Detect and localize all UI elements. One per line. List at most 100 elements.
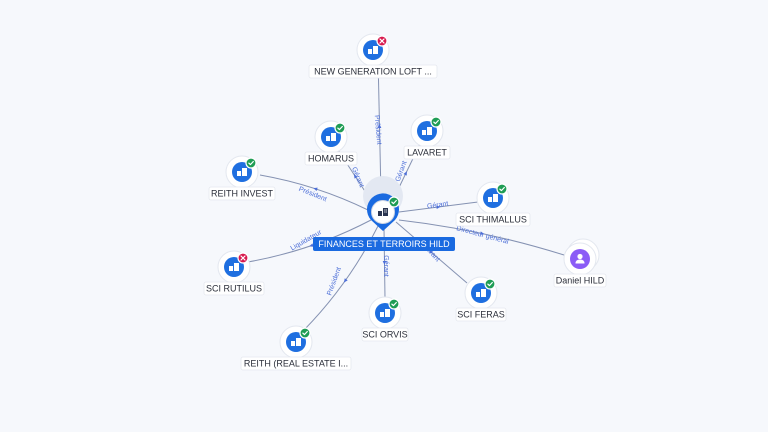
company-icon-low xyxy=(229,266,233,271)
edge-arrow xyxy=(428,249,434,254)
status-badge xyxy=(334,122,346,134)
edge-relation-label: Président xyxy=(298,186,328,204)
center-label-bg xyxy=(313,237,455,251)
company-icon xyxy=(291,338,301,346)
company-icon-low xyxy=(326,136,330,141)
node-label: SCI RUTILUS xyxy=(206,284,262,294)
node-sci-feras[interactable]: SCI FERAS xyxy=(455,276,507,322)
edge-relation-label: Gérant xyxy=(382,255,389,276)
node-label: Daniel HILD xyxy=(556,276,605,286)
status-badge xyxy=(299,327,311,339)
status-active-icon xyxy=(430,116,442,128)
edge-arrow xyxy=(353,174,358,179)
company-icon-low xyxy=(488,197,492,202)
check-icon xyxy=(248,160,254,166)
status-active-icon xyxy=(245,157,257,169)
company-icon-tower xyxy=(234,263,239,271)
center-status-badge xyxy=(388,196,400,208)
edge-arrow xyxy=(377,124,382,129)
node-daniel-hild[interactable]: Daniel HILD xyxy=(553,238,607,288)
edge-relation-label: Directeur général xyxy=(456,225,510,246)
status-closed-icon xyxy=(237,252,249,264)
status-active-icon xyxy=(334,122,346,134)
company-icon-tower xyxy=(296,338,301,346)
company-icon xyxy=(378,208,388,216)
company-icon-low xyxy=(422,130,426,135)
company-icon-tower xyxy=(481,289,486,297)
node-new-generation-loft[interactable]: NEW GENERATION LOFT ... xyxy=(308,33,438,79)
status-active-icon xyxy=(299,327,311,339)
edge-arrow xyxy=(436,205,441,210)
edge-arrow xyxy=(313,187,318,192)
nodes-layer: NEW GENERATION LOFT ... HOMARUS LAVARET REI… xyxy=(203,33,607,371)
node-label-bg xyxy=(240,356,352,371)
edge-arrow xyxy=(480,231,485,235)
edge-arrow xyxy=(309,243,314,247)
node-label-bg xyxy=(308,64,438,79)
center-node[interactable]: FINANCES ET TERROIRS HILD xyxy=(313,176,455,251)
status-active-icon xyxy=(496,183,508,195)
edge-sci-orvis: Gérant xyxy=(382,227,389,299)
status-badge xyxy=(388,298,400,310)
status-badge xyxy=(245,157,257,169)
status-badge xyxy=(430,116,442,128)
edge-relation-label: Président xyxy=(373,115,383,145)
edge-relation-label: Gérant xyxy=(350,166,365,188)
company-icon-tower xyxy=(427,127,432,135)
check-icon xyxy=(487,281,493,287)
company-icon xyxy=(476,289,486,297)
company-icon xyxy=(422,127,432,135)
edge-reith-invest: Président xyxy=(259,174,369,211)
status-badge xyxy=(484,278,496,290)
node-sci-rutilus[interactable]: SCI RUTILUS xyxy=(203,250,265,296)
company-icon-low xyxy=(476,292,480,297)
node-label-bg xyxy=(304,151,358,166)
edge-arrow xyxy=(382,260,387,265)
company-icon xyxy=(237,168,247,176)
company-icon xyxy=(380,309,390,317)
user-icon-body xyxy=(575,259,585,264)
node-label: SCI THIMALLUS xyxy=(459,215,527,225)
company-icon-tower xyxy=(493,194,498,202)
node-label-bg xyxy=(361,327,409,342)
check-icon xyxy=(391,301,397,307)
edge-relation-label: Président xyxy=(326,266,343,296)
node-reith-invest[interactable]: REITH INVEST xyxy=(208,155,276,201)
cross-icon xyxy=(379,38,385,44)
company-icon-low xyxy=(237,171,241,176)
node-sci-orvis[interactable]: SCI ORVIS xyxy=(361,296,409,342)
node-lavaret[interactable]: LAVARET xyxy=(403,114,451,160)
edge-arrow xyxy=(403,171,407,176)
company-icon-tower xyxy=(373,46,378,54)
node-label: SCI FERAS xyxy=(457,310,505,320)
company-icon-low xyxy=(368,49,372,54)
node-label: HOMARUS xyxy=(308,154,354,164)
check-icon xyxy=(499,186,505,192)
node-label-bg xyxy=(455,307,507,322)
edge-sci-thimallus: Gérant xyxy=(398,201,479,213)
node-label-bg xyxy=(208,186,276,201)
cross-icon xyxy=(240,255,246,261)
status-closed-icon xyxy=(376,35,388,47)
node-label: SCI ORVIS xyxy=(362,330,407,340)
check-icon xyxy=(302,330,308,336)
node-label: NEW GENERATION LOFT ... xyxy=(314,67,432,77)
user-icon-head xyxy=(577,253,583,260)
node-label-bg xyxy=(203,281,265,296)
check-icon xyxy=(337,125,343,131)
center-label: FINANCES ET TERROIRS HILD xyxy=(318,239,450,249)
node-reith-real-estate[interactable]: REITH (REAL ESTATE I... xyxy=(240,325,352,371)
node-label: LAVARET xyxy=(407,148,447,158)
node-sci-thimallus[interactable]: SCI THIMALLUS xyxy=(455,181,531,227)
check-icon xyxy=(433,119,439,125)
node-homarus[interactable]: HOMARUS xyxy=(304,120,358,166)
node-label-bg xyxy=(403,145,451,160)
company-icon-low xyxy=(291,341,295,346)
company-icon-tower xyxy=(242,168,247,176)
edge-relation-label: Gérant xyxy=(427,201,449,211)
company-icon-tower xyxy=(331,133,336,141)
status-active-icon xyxy=(484,278,496,290)
company-icon-tower xyxy=(385,309,390,317)
company-icon xyxy=(488,194,498,202)
